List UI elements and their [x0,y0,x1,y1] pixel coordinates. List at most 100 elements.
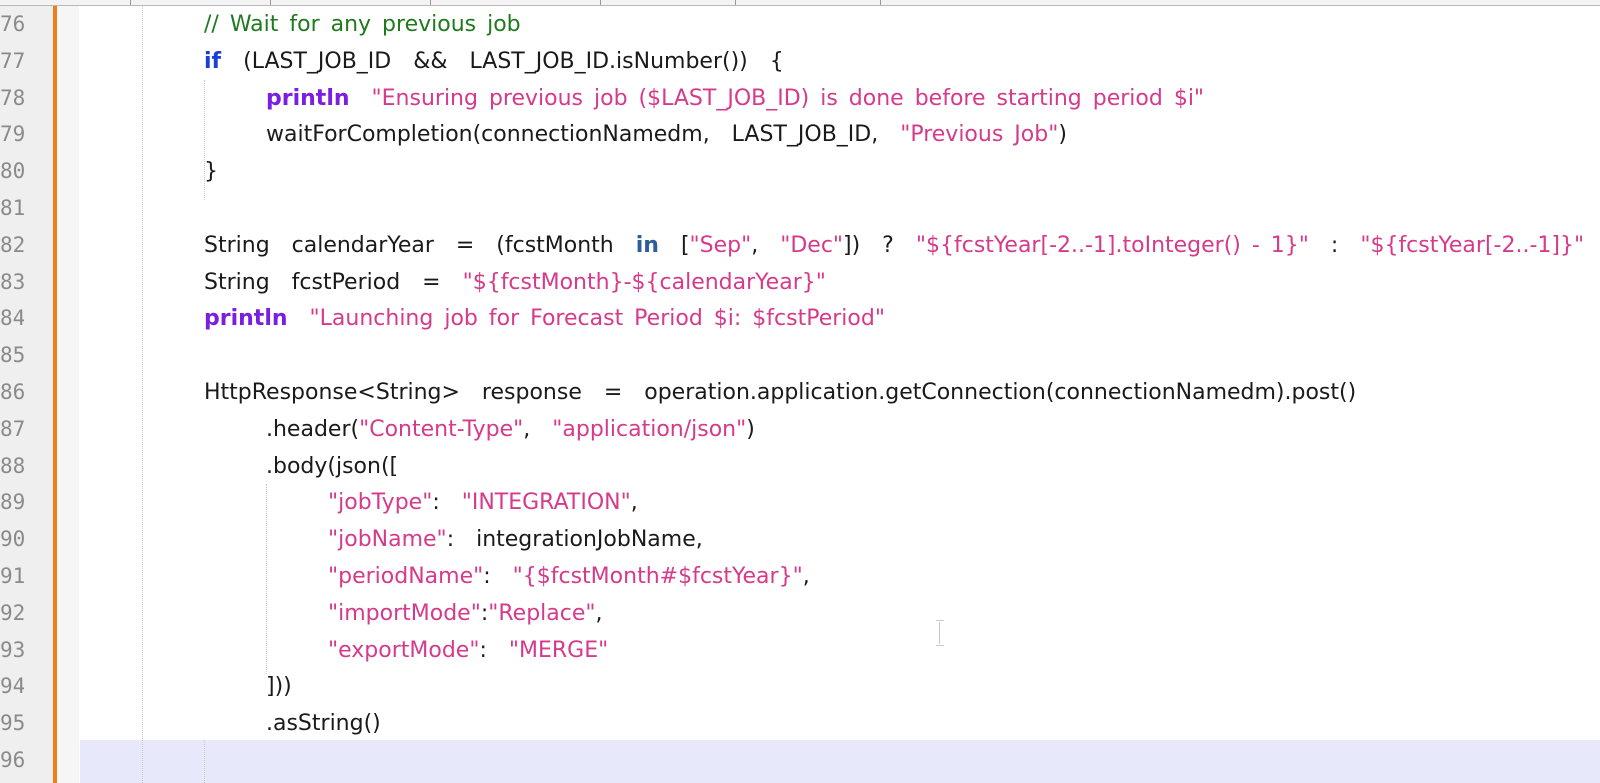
code-line[interactable]: 88 .body(json([ [0,448,1600,485]
code-line[interactable]: 81 [0,190,1600,227]
token-str: "{$fcstMonth#$fcstYear}" [512,564,803,589]
token-text [288,306,310,331]
line-number: 76 [0,12,24,36]
line-number: 85 [0,343,24,368]
mouse-ibeam-cursor [936,620,944,646]
code-line[interactable]: 92 "importMode":"Replace", [0,595,1600,632]
token-str: "INTEGRATION" [461,490,631,516]
code-line[interactable]: 76 // Wait for any previous job [0,6,1600,43]
code-editor[interactable] [80,6,1600,783]
token-text: , [630,490,638,516]
code-line[interactable]: 96 [0,742,1600,779]
tab-divider [130,0,131,5]
code-line[interactable]: 95 .asString() [0,705,1600,742]
line-number: 94 [0,674,24,699]
line-code[interactable]: waitForCompletion(connectionNamedm, LAST… [266,116,1067,153]
line-number: 96 [0,748,24,772]
token-str: "${fcstMonth}-${calendarYear}" [462,269,826,295]
line-code[interactable]: .header("Content-Type", "application/jso… [266,411,755,448]
token-text: , [595,600,603,626]
code-line[interactable]: 79 waitForCompletion(connectionNamedm, LA… [0,116,1600,153]
line-code[interactable]: HttpResponse<String> response = operatio… [204,374,1356,411]
code-line[interactable]: 94])) [0,668,1600,705]
line-code[interactable]: "periodName": "{$fcstMonth#$fcstYear}", [328,558,810,595]
tab-divider [600,0,601,5]
code-line[interactable]: 86 HttpResponse<String> response = operat… [0,374,1600,411]
code-line[interactable]: 78 println "Ensuring previous job ($LAST_… [0,80,1600,117]
line-number: 89 [0,490,24,515]
line-number: 91 [0,564,24,588]
token-str: "${fcstYear[-2..-1].toInteger() - 1}" [915,232,1309,258]
line-number: 92 [0,600,24,625]
line-number: 95 [0,711,24,736]
token-str: "Launching job for Forecast Period $i: $… [309,306,885,332]
code-line[interactable]: 93 "exportMode": "MERGE" [0,632,1600,669]
fold-margin[interactable] [57,6,79,783]
token-str: "Content-Type" [359,416,524,442]
token-text: : [479,637,509,663]
token-text: ) [746,416,755,442]
token-text: (LAST_JOB_ID && LAST_JOB_ID.isNumber()) … [221,48,784,74]
token-str: "Replace" [488,600,596,626]
code-line[interactable]: 90 "jobName": integrationJobName, [0,521,1600,558]
token-in: in [635,232,659,258]
line-number: 79 [0,122,24,147]
indent-guide [204,80,206,200]
line-code[interactable]: println "Ensuring previous job ($LAST_JO… [266,80,1204,117]
token-text: , [802,564,810,589]
line-code[interactable]: "importMode":"Replace", [328,595,603,632]
line-code[interactable]: .asString() [266,705,381,742]
line-number: 78 [0,85,24,110]
line-number: 77 [0,48,24,73]
code-line[interactable]: 80} [0,153,1600,190]
token-text: : integrationJobName, [446,527,703,553]
line-code[interactable]: .body(json([ [266,448,398,485]
line-number: 86 [0,380,24,404]
token-text [350,86,372,111]
token-kw: if [204,48,222,74]
code-line[interactable]: 85 [0,337,1600,374]
code-line[interactable]: 89 "jobType": "INTEGRATION", [0,484,1600,521]
top-tab-strip [0,0,1600,6]
line-code[interactable]: String calendarYear = (fcstMonth in ["Se… [204,227,1584,264]
token-str: "Previous Job" [900,122,1059,148]
code-line[interactable]: 77 if (LAST_JOB_ID && LAST_JOB_ID.isNumbe… [0,43,1600,80]
line-number: 93 [0,637,24,662]
token-text: : [432,490,462,516]
token-text: : [480,600,489,626]
indent-guide [204,740,206,783]
line-code[interactable]: if (LAST_JOB_ID && LAST_JOB_ID.isNumber(… [204,43,784,80]
token-fn: println [266,85,350,111]
token-str: "MERGE" [508,637,609,663]
current-line-highlight [80,740,1600,783]
line-code[interactable]: "jobType": "INTEGRATION", [328,484,638,521]
line-code[interactable]: ])) [266,668,292,705]
line-code[interactable]: "jobName": integrationJobName, [328,521,703,558]
token-text: , [751,232,781,258]
line-code[interactable]: String fcstPeriod = "${fcstMonth}-${cale… [204,264,826,301]
line-code[interactable]: // Wait for any previous job [204,6,521,43]
token-str: "Ensuring previous job ($LAST_JOB_ID) is… [371,85,1205,111]
token-cm: // Wait for any previous job [204,12,521,37]
line-code[interactable]: println "Launching job for Forecast Peri… [204,300,885,337]
indent-guide [266,484,268,674]
tab-divider [735,0,736,5]
code-line[interactable]: 87.header("Content-Type", "application/j… [0,411,1600,448]
token-str: "exportMode" [328,637,480,663]
tab-divider [880,0,881,5]
token-str: "jobType" [328,490,433,516]
code-line[interactable]: 91 "periodName": "{$fcstMonth#$fcstYear}"… [0,558,1600,595]
line-number: 88 [0,453,24,478]
token-text: String calendarYear = (fcstMonth [204,232,636,258]
token-str: "jobName" [328,527,447,553]
tab-divider [270,0,271,5]
code-line[interactable]: 83 String fcstPeriod = "${fcstMonth}-${ca… [0,264,1600,301]
line-number: 90 [0,527,24,552]
token-str: "${fcstYear[-2..-1]}" [1360,232,1585,258]
line-number-gutter[interactable] [0,6,54,783]
line-code[interactable]: "exportMode": "MERGE" [328,632,608,669]
line-number: 83 [0,269,24,294]
line-code[interactable]: } [204,153,218,190]
